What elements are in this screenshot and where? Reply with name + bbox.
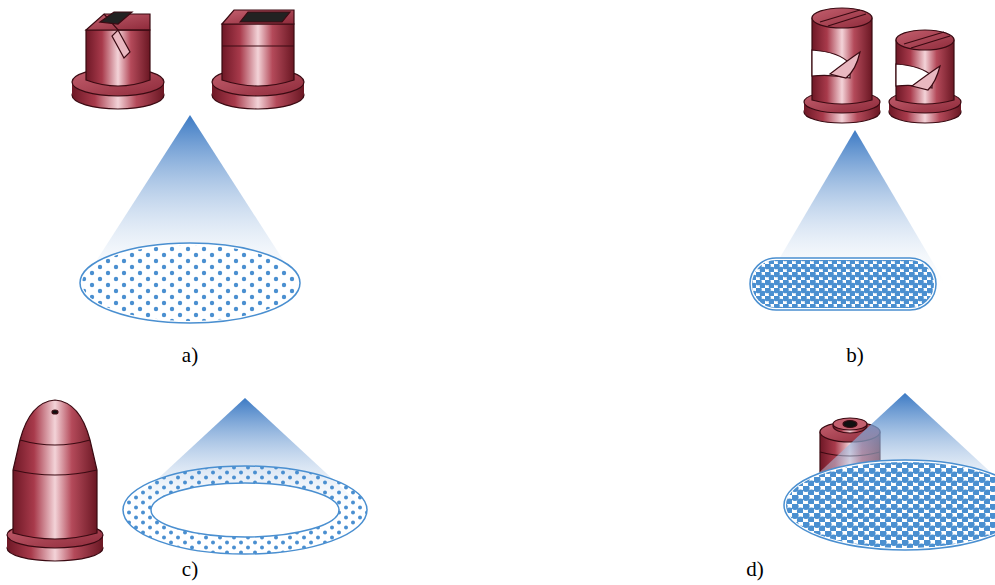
panel-label: a) [182, 343, 198, 368]
spray-pattern [750, 130, 945, 310]
flat-fan-nozzle [72, 12, 164, 109]
hollow-cone-nozzle [7, 400, 103, 561]
flat-fan-nozzle [212, 10, 304, 109]
spray-pattern [123, 398, 367, 554]
even-fan-nozzle [889, 30, 961, 123]
panel-label: c) [182, 557, 198, 582]
spray-pattern [80, 115, 300, 323]
panel-label: b) [846, 343, 864, 368]
panel-label: d) [746, 557, 764, 582]
spray-pattern [784, 393, 995, 550]
even-fan-nozzle [804, 8, 880, 123]
